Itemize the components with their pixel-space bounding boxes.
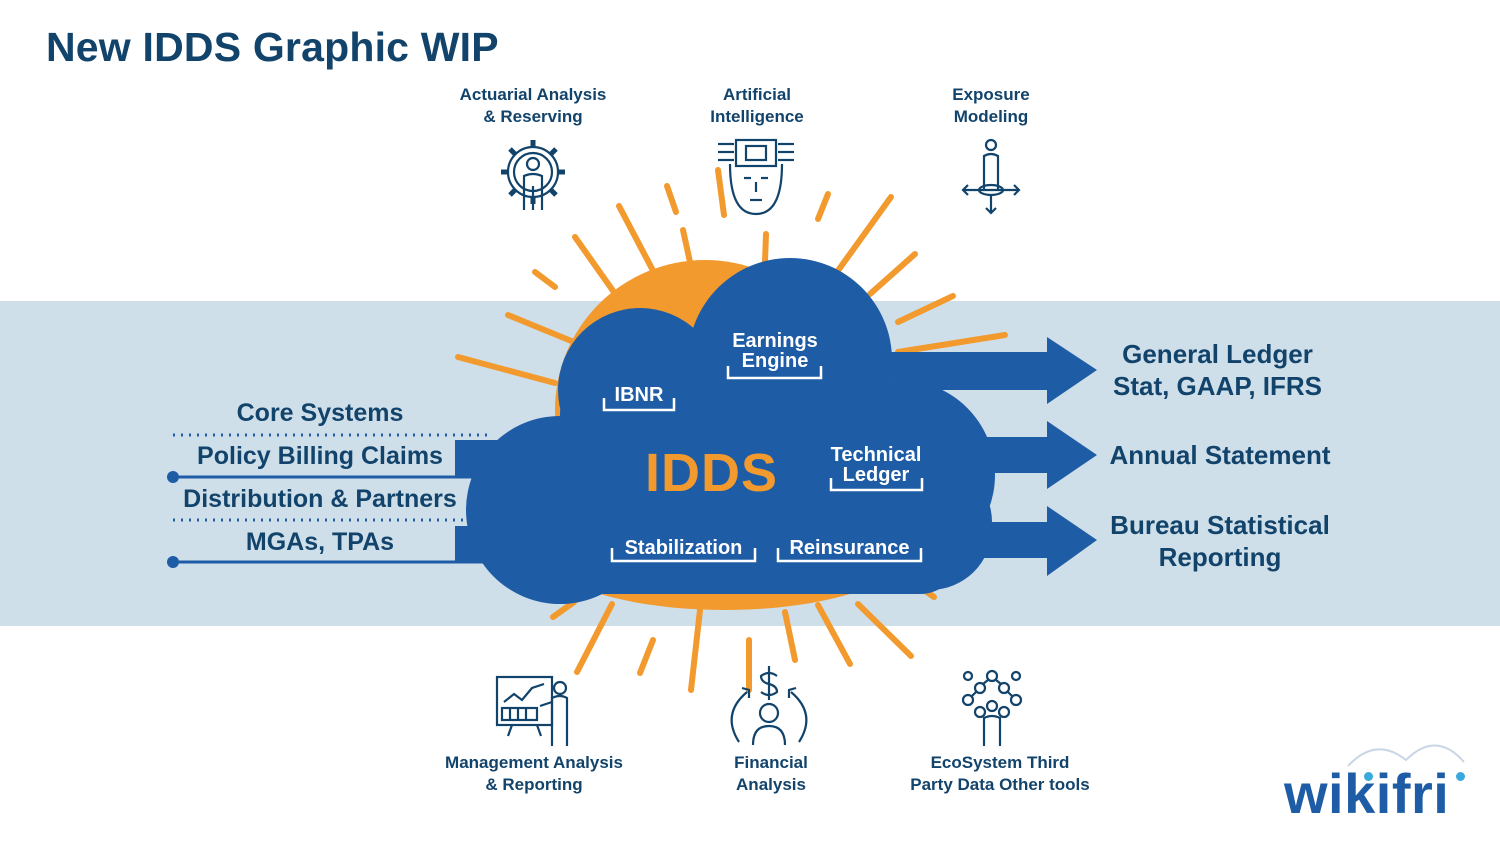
icon-label-actuarial: Actuarial Analysis & Reserving xyxy=(459,85,607,126)
logo-dot-left xyxy=(1364,772,1373,781)
cloud-label-ibnr: IBNR xyxy=(614,384,664,406)
icon-label-ai: Artificial Intelligence xyxy=(710,85,804,126)
output-annual-statement: Annual Statement xyxy=(1109,440,1331,470)
input-lines xyxy=(167,433,546,568)
output-general-ledger: General Ledger Stat, GAAP, IFRS xyxy=(1112,339,1322,401)
policy-billing-dot xyxy=(167,471,179,483)
output-arrow-general-ledger xyxy=(890,337,1097,404)
input-mgas-tpas: MGAs, TPAs xyxy=(245,528,395,556)
logo-dot-right xyxy=(1456,772,1465,781)
cloud-label-reinsurance: Reinsurance xyxy=(789,537,910,559)
icon-label-exposure: Exposure Modeling xyxy=(952,85,1030,126)
icon-label-financial: Financial Analysis xyxy=(734,753,808,794)
cloud-label-brackets xyxy=(602,366,924,563)
person-arrows-icon xyxy=(961,138,1021,215)
presentation-chart-icon xyxy=(495,675,569,746)
ai-head-icon xyxy=(718,138,794,216)
input-distribution-partners: Distribution & Partners xyxy=(183,485,457,513)
icon-label-ecosystem: EcoSystem Third Party Data Other tools xyxy=(910,753,1090,794)
cloud-label-stabilization: Stabilization xyxy=(624,537,743,559)
gear-person-icon xyxy=(501,140,565,210)
network-person-icon xyxy=(961,669,1023,746)
page-title: New IDDS Graphic WIP xyxy=(46,24,499,70)
mgas-dot xyxy=(167,556,179,568)
cloud-label-earnings-engine: Earnings Engine xyxy=(732,330,818,372)
input-core-systems: Core Systems xyxy=(236,399,404,427)
idds-center-label: IDDS xyxy=(645,443,779,503)
cloud-label-technical-ledger: Technical Ledger xyxy=(830,444,922,486)
output-arrows xyxy=(890,337,1097,576)
icon-label-management: Management Analysis & Reporting xyxy=(445,753,623,794)
dollar-person-icon xyxy=(730,666,808,746)
output-bureau-statistical: Bureau Statistical Reporting xyxy=(1110,510,1330,572)
input-policy-billing-claims: Policy Billing Claims xyxy=(197,442,443,470)
logo-arcs xyxy=(1347,744,1465,767)
output-arrow-bureau xyxy=(960,506,1097,576)
